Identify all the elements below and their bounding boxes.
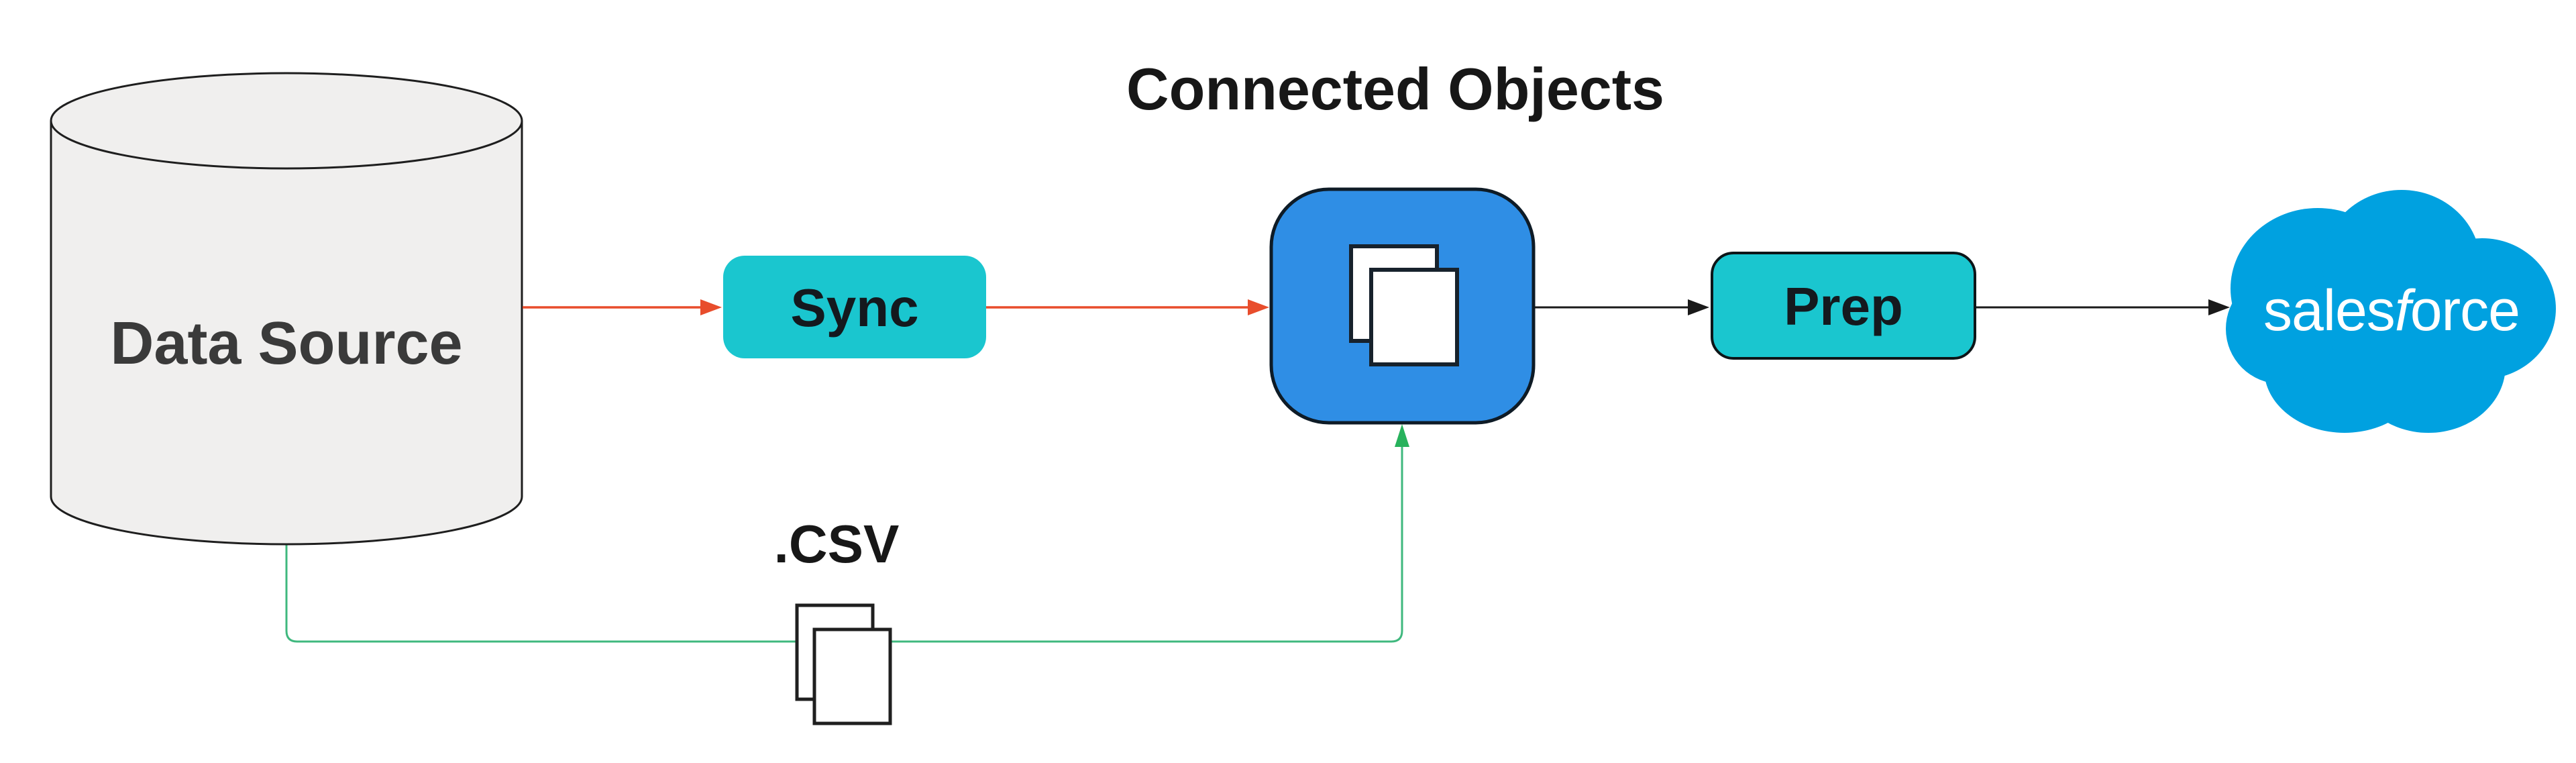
- document-front: [812, 627, 892, 725]
- sync-node: Sync: [723, 256, 986, 358]
- salesforce-wordmark: salesforce: [2263, 278, 2520, 343]
- data-source-label: Data Source: [110, 310, 462, 377]
- flow-prep-to-salesforce: [1976, 299, 2230, 315]
- flow-connected-objects-to-prep: [1535, 299, 1709, 315]
- salesforce-wordmark-suffix: orce: [2410, 278, 2520, 343]
- connected-objects-node: [1269, 187, 1536, 425]
- overlapping-documents-icon: [1349, 244, 1459, 366]
- black-arrowhead-icon: [2208, 299, 2230, 315]
- database-cylinder-top: [50, 72, 523, 170]
- black-arrowhead-icon: [1688, 299, 1709, 315]
- sync-label: Sync: [790, 278, 918, 338]
- database-cylinder-body: [50, 121, 523, 546]
- sync-box: [723, 256, 986, 358]
- flow-sync-to-connected-objects: [986, 299, 1269, 315]
- prep-box: [1711, 252, 1976, 360]
- orange-arrowhead-icon: [700, 299, 722, 315]
- green-arrowhead-icon: [1395, 424, 1409, 447]
- diagram-title: Connected Objects: [1126, 56, 1664, 122]
- document-front: [1369, 268, 1459, 366]
- data-source-node: Data Source: [50, 72, 523, 546]
- csv-annotation: .CSV: [774, 514, 900, 725]
- prep-label: Prep: [1784, 276, 1903, 336]
- csv-label: .CSV: [774, 514, 900, 574]
- prep-node: Prep: [1711, 252, 1976, 360]
- orange-arrowhead-icon: [1248, 299, 1269, 315]
- csv-documents-icon: [795, 603, 892, 725]
- cloud-lobe: [2226, 274, 2336, 384]
- flow-datasource-to-sync: [523, 299, 722, 315]
- salesforce-cloud-logo: salesforce: [2226, 190, 2556, 433]
- salesforce-wordmark-prefix: sales: [2263, 278, 2395, 343]
